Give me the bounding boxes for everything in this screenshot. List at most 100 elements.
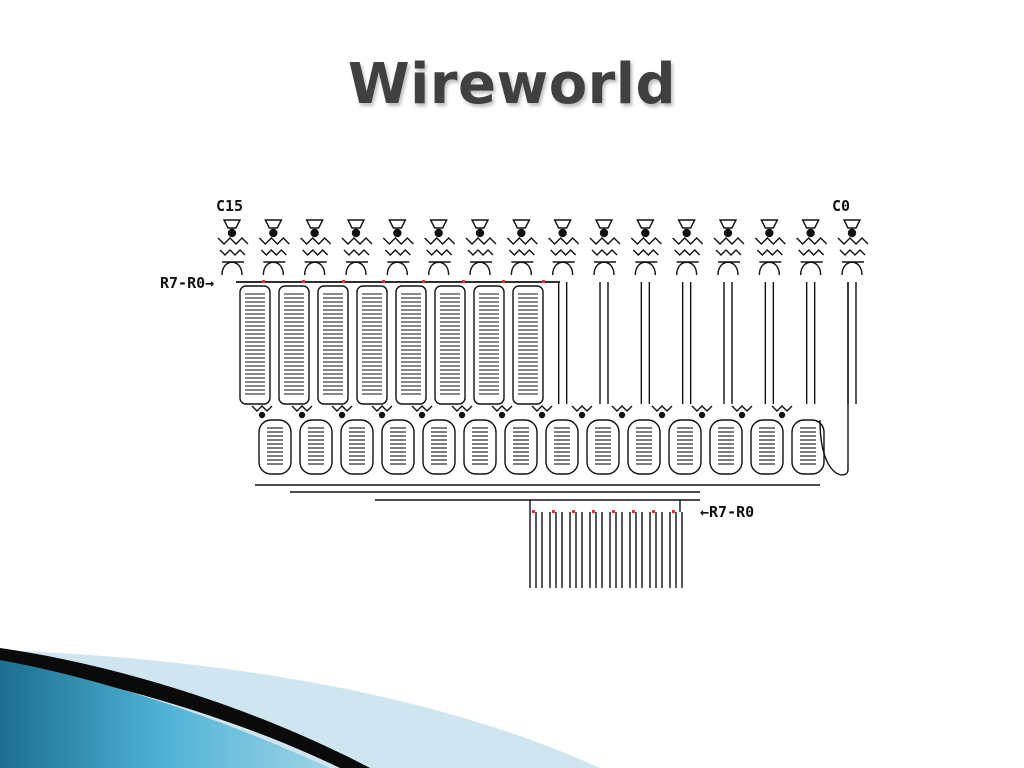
crossing-wire: [467, 249, 494, 256]
middle-node: [298, 411, 306, 419]
lower-loop: [258, 419, 292, 475]
coil-frame: [434, 285, 466, 405]
crossing-wire: [258, 237, 290, 245]
middle-node: [738, 411, 746, 419]
signal-cell: [612, 510, 615, 513]
crossing-wire: [382, 237, 414, 245]
gate-head: [264, 219, 283, 229]
middle-crossing: [291, 405, 313, 412]
lower-loop: [422, 419, 456, 475]
signal-cell: [382, 280, 385, 283]
crossing-wire: [591, 249, 618, 256]
middle-node: [498, 411, 506, 419]
gate-head: [760, 219, 779, 229]
lower-loop: [545, 419, 579, 475]
coil-frame: [239, 285, 271, 405]
middle-crossing: [451, 405, 473, 412]
middle-crossing: [491, 405, 513, 412]
gate-head: [470, 219, 490, 229]
coil-frame: [512, 285, 544, 405]
middle-crossing: [331, 405, 353, 412]
lower-loop: [463, 419, 497, 475]
signal-cell: [552, 510, 555, 513]
crossing-wire: [839, 249, 866, 256]
lower-loop: [668, 419, 702, 475]
label-input-right: ←R7-R0: [700, 503, 754, 521]
crossing-wire: [300, 237, 332, 245]
gate-head: [429, 219, 448, 229]
middle-node: [778, 411, 786, 419]
gate-head: [636, 219, 655, 229]
gate-node: [806, 228, 815, 238]
crossing-wire: [798, 249, 825, 256]
middle-crossing: [411, 405, 433, 412]
gate-node: [847, 228, 857, 238]
gate-head: [677, 219, 696, 229]
middle-crossing: [691, 405, 713, 412]
lower-loop: [504, 419, 538, 475]
crossing-wire: [630, 237, 662, 245]
signal-cell: [422, 280, 425, 283]
signal-cell: [672, 510, 675, 513]
crossing-wire: [632, 249, 659, 256]
lower-loop: [340, 419, 374, 475]
lower-loop: [381, 419, 415, 475]
crossing-wire: [672, 237, 704, 245]
crossing-wire: [674, 249, 701, 256]
gate-head: [842, 219, 862, 229]
lower-loop: [627, 419, 661, 475]
crossing-wire: [589, 237, 621, 245]
middle-crossing: [771, 405, 793, 412]
gate-node: [434, 228, 443, 238]
gate-head: [718, 219, 738, 229]
middle-crossing: [571, 405, 593, 412]
gate-node: [227, 228, 237, 238]
crossing-wire: [506, 237, 538, 245]
middle-node: [618, 411, 626, 419]
swoosh-blue: [0, 660, 330, 768]
gate-node: [599, 228, 609, 238]
crossing-wire: [713, 237, 745, 245]
gate-node: [558, 228, 567, 238]
middle-node: [458, 411, 466, 419]
signal-cell: [262, 280, 265, 283]
middle-node: [378, 411, 386, 419]
crossing-wire: [302, 249, 329, 256]
gate-head: [553, 219, 572, 229]
gate-head: [222, 219, 242, 229]
gate-head: [594, 219, 614, 229]
crossing-wire: [426, 249, 453, 256]
lower-loop: [791, 419, 825, 475]
crossing-wire: [715, 249, 742, 256]
signal-cell: [302, 280, 305, 283]
label-input-left: R7-R0→: [160, 274, 214, 292]
circuit-wires: [217, 219, 869, 588]
signal-cell: [652, 510, 655, 513]
coil-frame: [317, 285, 349, 405]
slide-title: Wireworld: [347, 52, 677, 117]
coil-frame: [356, 285, 388, 405]
crossing-wire: [343, 249, 370, 256]
gate-node: [269, 228, 278, 238]
signal-cell: [502, 280, 505, 283]
crossing-wire: [508, 249, 535, 256]
coil-frame: [278, 285, 310, 405]
middle-node: [418, 411, 426, 419]
middle-node: [658, 411, 666, 419]
crossing-wire: [217, 237, 249, 245]
gate-node: [517, 228, 526, 238]
crossing-wire: [550, 249, 577, 256]
coil-frame: [473, 285, 505, 405]
gate-node: [310, 228, 319, 238]
label-c15: C15: [216, 197, 243, 215]
signal-cell: [592, 510, 595, 513]
gate-node: [393, 228, 402, 238]
signal-cell: [532, 510, 535, 513]
crossing-wire: [465, 237, 497, 245]
crossing-wire: [384, 249, 411, 256]
gate-node: [682, 228, 691, 238]
gate-head: [346, 219, 366, 229]
lower-loop: [299, 419, 333, 475]
signal-cell: [462, 280, 465, 283]
